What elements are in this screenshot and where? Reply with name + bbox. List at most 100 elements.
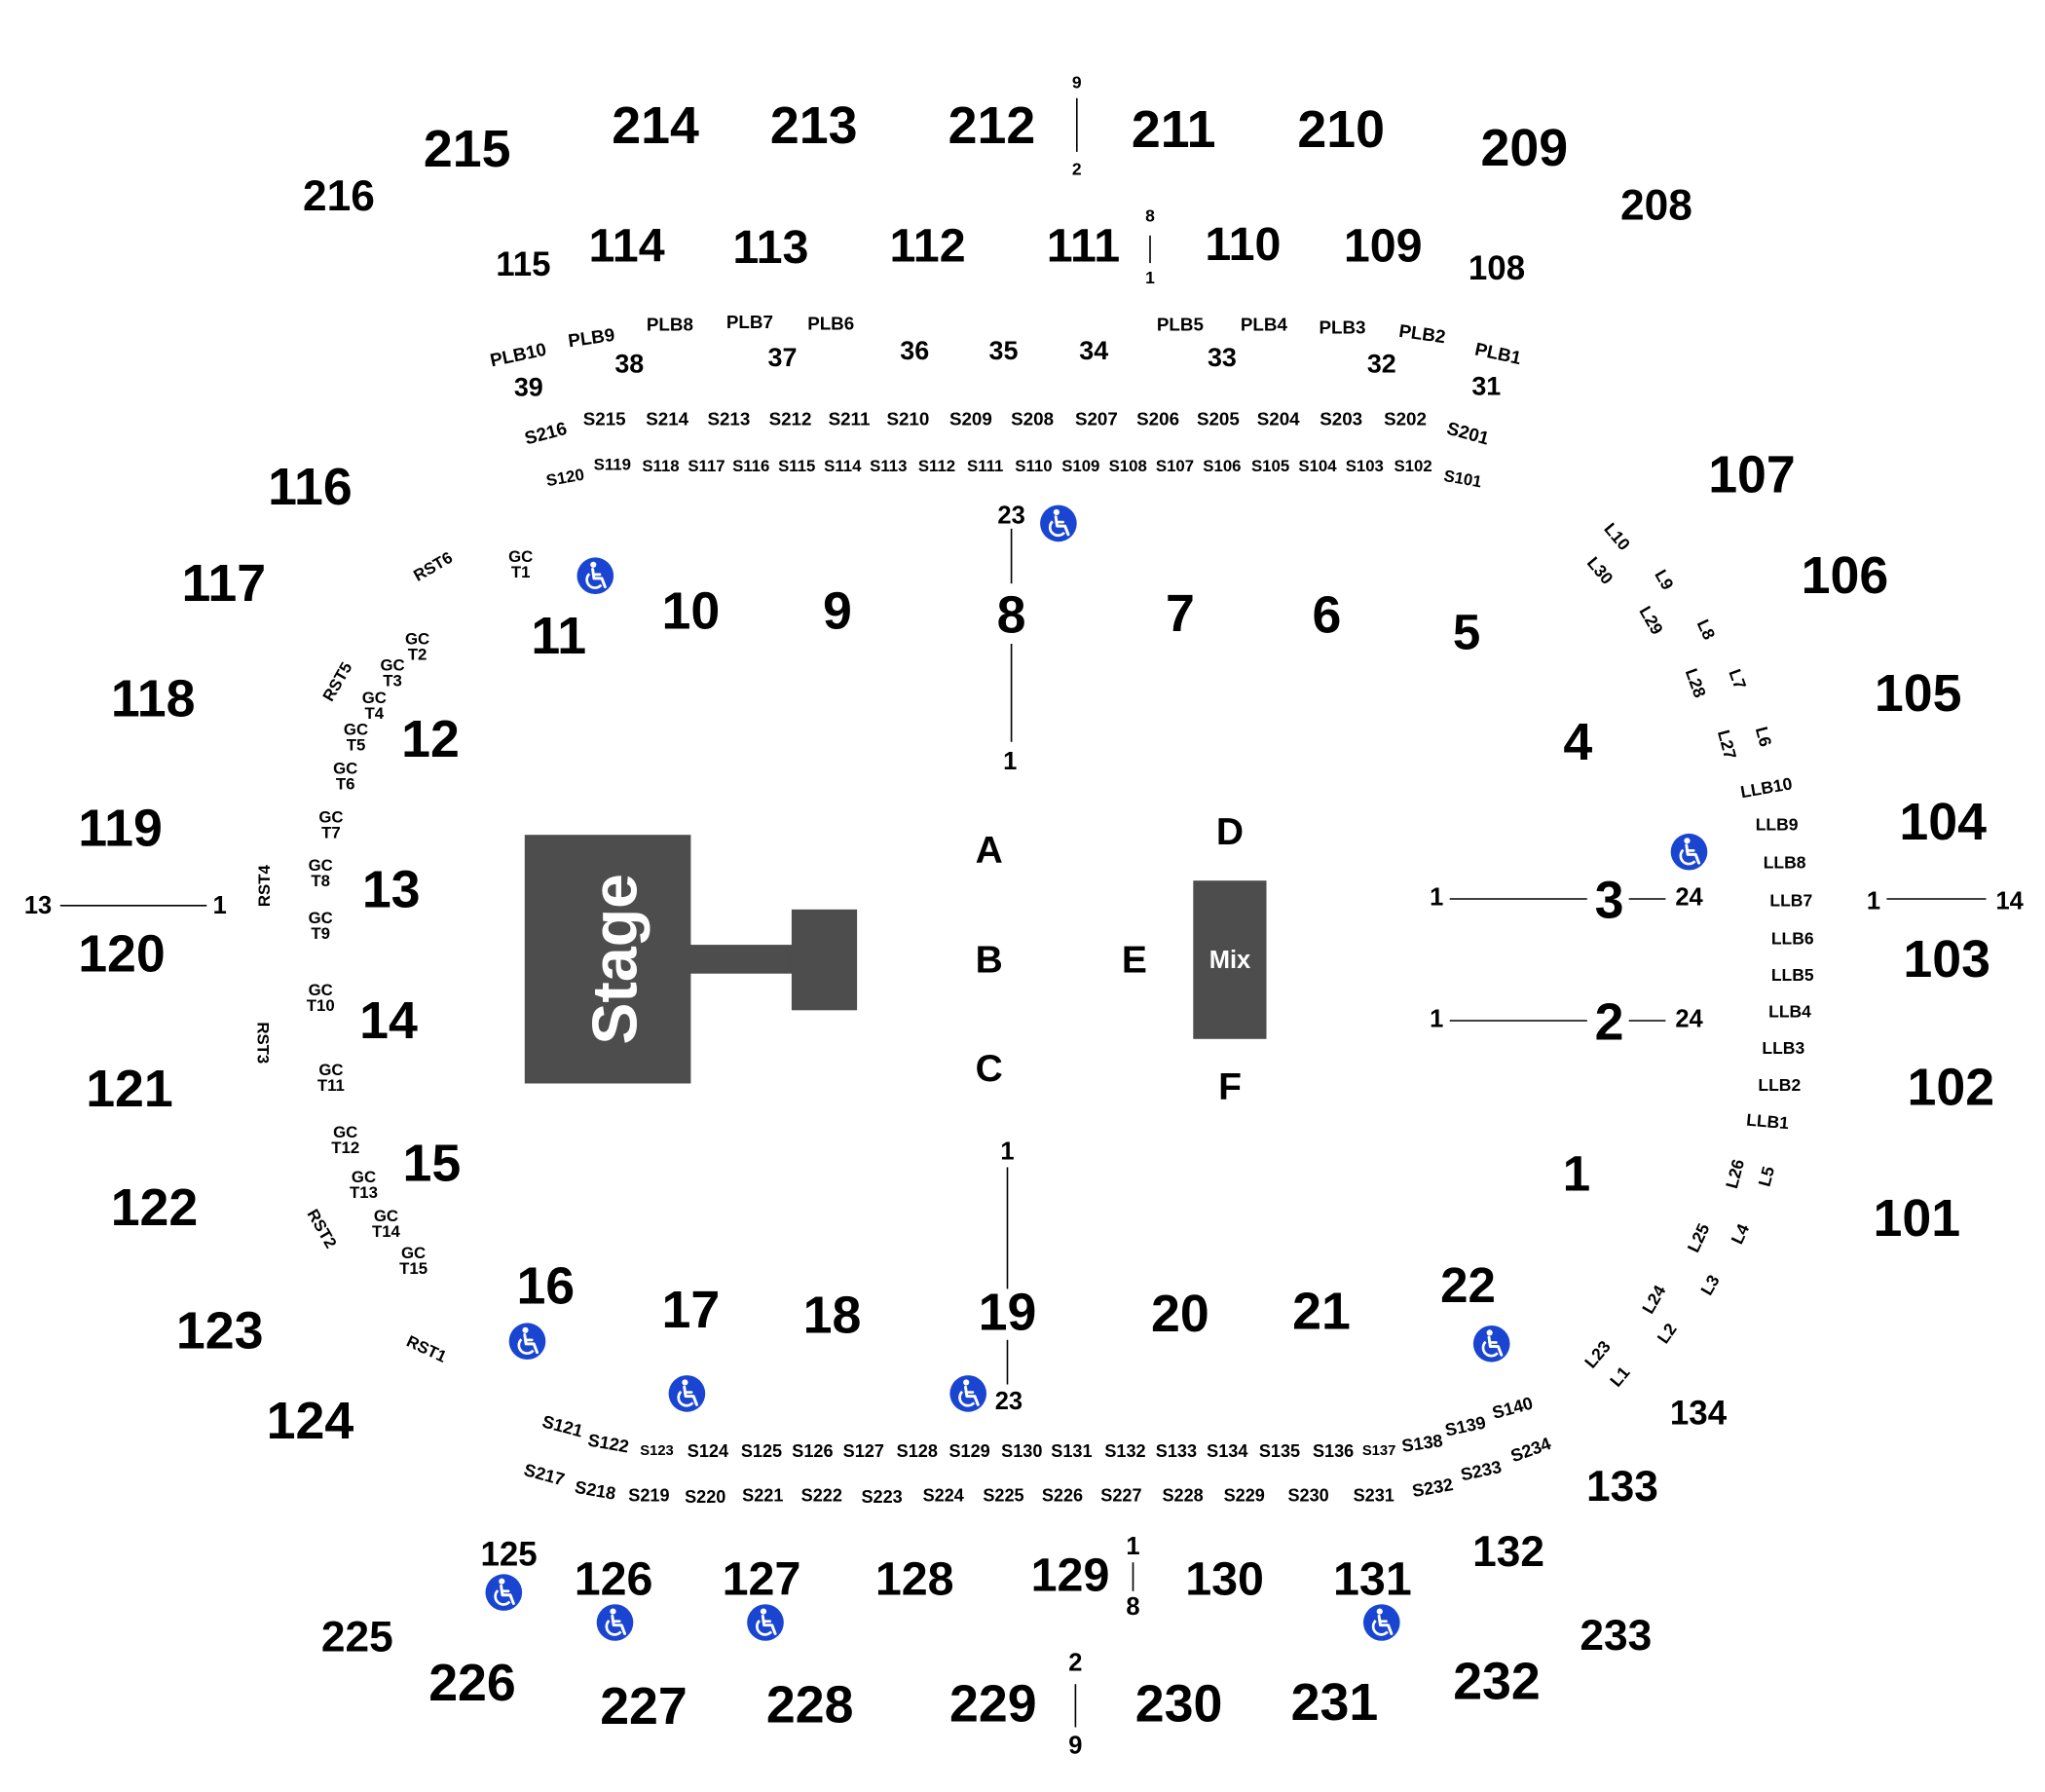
loge-box-plb10[interactable]: PLB10 <box>488 339 548 371</box>
loge-l27[interactable]: L27 <box>1714 728 1740 761</box>
suite-s227[interactable]: S227 <box>1100 1486 1141 1506</box>
rst-rst6[interactable]: RST6 <box>410 548 456 585</box>
suite-s128[interactable]: S128 <box>897 1441 938 1461</box>
section-115[interactable]: 115 <box>496 245 550 283</box>
section-113[interactable]: 113 <box>732 221 808 274</box>
section-208[interactable]: 208 <box>1620 181 1692 229</box>
suite-s207[interactable]: S207 <box>1075 408 1118 429</box>
row-marker[interactable]: 24 <box>1675 1006 1703 1033</box>
row-marker[interactable]: 23 <box>995 1388 1022 1415</box>
loge-box-llb2[interactable]: LLB2 <box>1758 1075 1801 1095</box>
floor-section-19[interactable]: 19 <box>979 1284 1037 1342</box>
suite-s101[interactable]: S101 <box>1442 467 1483 492</box>
suite-s229[interactable]: S229 <box>1224 1486 1265 1506</box>
suite-s136[interactable]: S136 <box>1313 1441 1354 1461</box>
suite-s134[interactable]: S134 <box>1207 1441 1247 1461</box>
suite-s124[interactable]: S124 <box>688 1441 728 1461</box>
section-109[interactable]: 109 <box>1344 220 1423 273</box>
section-124[interactable]: 124 <box>267 1392 354 1450</box>
suite-s214[interactable]: S214 <box>646 408 688 429</box>
suite-s217[interactable]: S217 <box>522 1460 567 1489</box>
loge-box-number-37[interactable]: 37 <box>768 343 798 372</box>
floor-pit-b[interactable]: B <box>976 940 1003 982</box>
section-127[interactable]: 127 <box>723 1553 801 1606</box>
loge-box-number-36[interactable]: 36 <box>900 336 929 365</box>
section-108[interactable]: 108 <box>1469 249 1525 287</box>
section-123[interactable]: 123 <box>176 1301 264 1360</box>
loge-box-plb4[interactable]: PLB4 <box>1241 315 1288 335</box>
section-215[interactable]: 215 <box>424 120 511 178</box>
section-119[interactable]: 119 <box>78 800 163 858</box>
loge-box-llb9[interactable]: LLB9 <box>1756 814 1799 834</box>
section-111[interactable]: 111 <box>1047 220 1120 273</box>
suite-s140[interactable]: S140 <box>1490 1394 1535 1423</box>
loge-box-llb3[interactable]: LLB3 <box>1762 1038 1804 1058</box>
suite-s205[interactable]: S205 <box>1197 408 1240 429</box>
section-105[interactable]: 105 <box>1875 664 1962 723</box>
suite-s122[interactable]: S122 <box>586 1430 630 1456</box>
section-122[interactable]: 122 <box>111 1178 199 1237</box>
suite-s220[interactable]: S220 <box>685 1487 725 1507</box>
row-marker[interactable]: 23 <box>997 502 1024 529</box>
section-120[interactable]: 120 <box>78 925 166 984</box>
loge-box-llb10[interactable]: LLB10 <box>1739 773 1794 802</box>
section-211[interactable]: 211 <box>1132 100 1216 159</box>
section-118[interactable]: 118 <box>111 670 196 728</box>
section-230[interactable]: 230 <box>1135 1674 1223 1733</box>
floor-section-13[interactable]: 13 <box>362 861 421 919</box>
loge-box-number-39[interactable]: 39 <box>514 373 543 402</box>
suite-s201[interactable]: S201 <box>1445 418 1492 449</box>
section-133[interactable]: 133 <box>1586 1463 1658 1511</box>
suite-s225[interactable]: S225 <box>983 1486 1023 1506</box>
suite-s219[interactable]: S219 <box>628 1486 669 1506</box>
section-132[interactable]: 132 <box>1472 1528 1544 1576</box>
row-marker[interactable]: 1 <box>1003 748 1017 775</box>
floor-section-6[interactable]: 6 <box>1312 586 1341 645</box>
suite-s215[interactable]: S215 <box>583 408 626 429</box>
loge-box-plb6[interactable]: PLB6 <box>807 313 854 333</box>
row-marker[interactable]: 1 <box>1867 888 1880 915</box>
suite-s117[interactable]: S117 <box>688 457 725 475</box>
floor-section-20[interactable]: 20 <box>1151 1285 1209 1343</box>
loge-box-plb1[interactable]: PLB1 <box>1473 339 1523 369</box>
floor-section-21[interactable]: 21 <box>1292 1282 1351 1340</box>
floor-section-12[interactable]: 12 <box>401 710 460 768</box>
loge-l5[interactable]: L5 <box>1754 1164 1778 1188</box>
suite-s102[interactable]: S102 <box>1394 457 1432 475</box>
section-102[interactable]: 102 <box>1908 1059 1995 1117</box>
loge-l4[interactable]: L4 <box>1728 1220 1754 1247</box>
row-marker[interactable]: 1 <box>1145 268 1155 287</box>
row-marker[interactable]: 8 <box>1126 1593 1139 1621</box>
section-110[interactable]: 110 <box>1205 218 1281 271</box>
section-130[interactable]: 130 <box>1185 1553 1264 1606</box>
row-marker[interactable]: 1 <box>1000 1138 1014 1165</box>
section-121[interactable]: 121 <box>86 1060 173 1118</box>
loge-l2[interactable]: L2 <box>1654 1320 1681 1347</box>
section-227[interactable]: 227 <box>600 1677 688 1736</box>
row-marker[interactable]: 2 <box>1072 159 1082 178</box>
rst-rst4[interactable]: RST4 <box>255 864 274 907</box>
row-marker[interactable]: 9 <box>1068 1732 1082 1759</box>
suite-s139[interactable]: S139 <box>1443 1412 1488 1439</box>
floor-section-5[interactable]: 5 <box>1453 604 1480 659</box>
suite-s232[interactable]: S232 <box>1411 1475 1455 1501</box>
floor-section-16[interactable]: 16 <box>516 1257 575 1316</box>
loge-l24[interactable]: L24 <box>1638 1282 1670 1317</box>
section-117[interactable]: 117 <box>181 554 266 613</box>
suite-s210[interactable]: S210 <box>886 408 929 429</box>
suite-s133[interactable]: S133 <box>1156 1441 1197 1461</box>
loge-l6[interactable]: L6 <box>1752 725 1776 749</box>
section-225[interactable]: 225 <box>321 1613 393 1661</box>
section-212[interactable]: 212 <box>948 96 1036 155</box>
floor-pit-f[interactable]: F <box>1218 1066 1242 1108</box>
section-103[interactable]: 103 <box>1903 930 1990 989</box>
row-marker[interactable]: 1 <box>1430 884 1443 912</box>
suite-s228[interactable]: S228 <box>1162 1486 1203 1506</box>
loge-l25[interactable]: L25 <box>1684 1220 1714 1255</box>
floor-section-7[interactable]: 7 <box>1166 584 1195 643</box>
suite-s218[interactable]: S218 <box>574 1477 617 1504</box>
